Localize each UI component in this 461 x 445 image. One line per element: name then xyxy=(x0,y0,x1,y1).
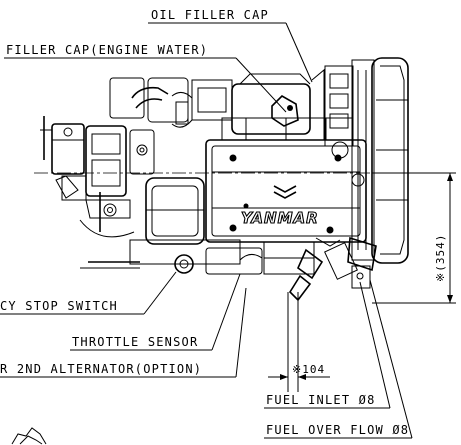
engine-block xyxy=(205,117,367,243)
fuel-pump-assembly xyxy=(40,116,155,238)
top-assembly xyxy=(109,68,325,140)
dimension-104 xyxy=(268,292,330,392)
brand-logo-text: YANMAR xyxy=(241,209,319,227)
label-fuel-over-flow: FUEL OVER FLOW Ø8 xyxy=(266,423,409,437)
label-second-alternator: R 2ND ALTERNATOR(OPTION) xyxy=(0,362,202,376)
dimension-354 xyxy=(372,172,456,304)
flywheel-housing xyxy=(324,57,409,264)
lower-assembly xyxy=(80,177,315,275)
label-filler-cap-engine-water: FILLER CAP(ENGINE WATER) xyxy=(6,43,208,57)
label-oil-filler-cap: OIL FILLER CAP xyxy=(151,8,269,22)
label-throttle-sensor: THROTTLE SENSOR xyxy=(72,335,198,349)
leader-lines xyxy=(0,22,413,439)
dimension-354-text: ※(354) xyxy=(434,234,447,282)
fuel-fittings xyxy=(288,236,377,302)
dimension-104-text: ※104 xyxy=(292,363,325,376)
corner-bracket xyxy=(11,427,47,445)
label-emergency-stop-switch: CY STOP SWITCH xyxy=(0,299,118,313)
label-fuel-inlet: FUEL INLET Ø8 xyxy=(266,393,376,407)
